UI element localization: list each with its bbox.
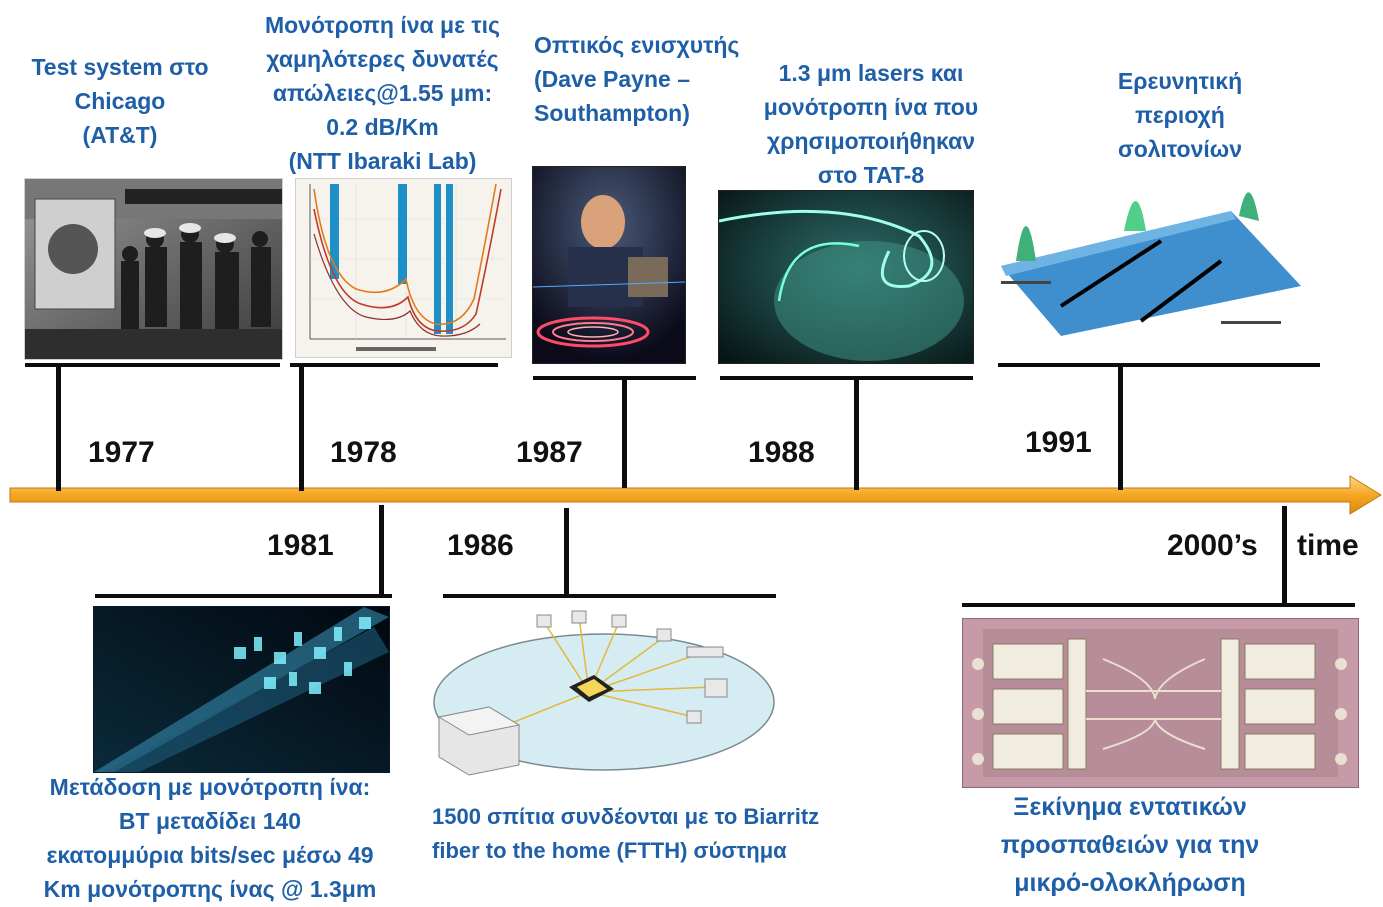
- time-axis-label: time: [1297, 529, 1359, 562]
- caption-line: Km μονότροπης ίνας @ 1.3μm: [43, 876, 377, 902]
- caption-line: μικρό-ολοκλήρωση: [1014, 869, 1246, 897]
- tick-bar-1988: [720, 376, 973, 380]
- year-label-1988: 1988: [748, 436, 815, 469]
- year-label-1981: 1981: [267, 529, 334, 562]
- tick-bar-1981: [95, 594, 392, 598]
- field-crew-photo: [24, 178, 283, 360]
- caption-line: fiber to the home (FTTH) σύστημα: [432, 838, 787, 863]
- year-label-2000s: 2000’s: [1167, 529, 1258, 562]
- tick-stem-1988: [854, 376, 859, 490]
- caption-line: εκατομμύρια bits/sec μέσω 49: [46, 842, 374, 868]
- caption-line: Ερευνητική: [1117, 68, 1243, 94]
- tick-stem-1981: [379, 505, 384, 597]
- glowing-fiber-photo: [718, 190, 974, 364]
- binary-fiber-illustration: [93, 606, 390, 773]
- caption-line: Test system στο: [31, 54, 209, 80]
- year-label-1986: 1986: [447, 529, 514, 562]
- tick-stem-1978: [299, 363, 304, 491]
- photonic-chip-micrograph: [962, 618, 1359, 788]
- year-label-1991: 1991: [1025, 426, 1092, 459]
- tick-bar-1978: [290, 363, 498, 367]
- caption-1988: 1.3 μm lasers και μονότροπη ίνα που χρησ…: [740, 56, 1002, 192]
- caption-line: μονότροπη ίνα που: [763, 94, 979, 120]
- caption-line: 1500 σπίτια συνδέονται με το Biarritz: [432, 804, 820, 829]
- tick-bar-1991: [998, 363, 1320, 367]
- caption-line: χαμηλότερες δυνατές: [266, 46, 499, 72]
- optical-loss-plot: [295, 178, 512, 358]
- caption-line: BT μεταδίδει 140: [118, 808, 302, 834]
- caption-line: Ξεκίνημα εντατικών: [1013, 793, 1247, 821]
- time-axis-arrow: [9, 475, 1382, 515]
- caption-1986: 1500 σπίτια συνδέονται με το Biarritz fi…: [432, 800, 819, 868]
- tick-stem-1991: [1118, 363, 1123, 490]
- tick-bar-1986: [443, 594, 776, 598]
- caption-line: 0.2 dB/Km: [326, 114, 439, 140]
- caption-line: περιοχή: [1135, 102, 1225, 128]
- caption-2000s: Ξεκίνημα εντατικών προσπαθειών για την μ…: [960, 788, 1300, 902]
- tick-stem-1986: [564, 508, 569, 597]
- caption-1978: Μονότροπη ίνα με τις χαμηλότερες δυνατές…: [240, 8, 525, 178]
- caption-line: Chicago: [74, 88, 166, 114]
- caption-line: Southampton): [534, 100, 690, 126]
- caption-line: στο TAT-8: [817, 162, 925, 188]
- year-label-1978: 1978: [330, 436, 397, 469]
- caption-line: απώλειες@1.55 μm:: [272, 80, 493, 106]
- tick-bar-1987: [533, 376, 696, 380]
- tick-bar-1977: [25, 363, 280, 367]
- tick-bar-2000s: [962, 603, 1355, 607]
- caption-line: (AT&T): [82, 122, 158, 148]
- caption-line: 1.3 μm lasers και: [778, 60, 964, 86]
- caption-line: (Dave Payne –: [534, 66, 690, 92]
- caption-1987: Οπτικός ενισχυτής (Dave Payne – Southamp…: [534, 28, 739, 130]
- tick-stem-1987: [622, 376, 627, 488]
- caption-line: προσπαθειών για την: [1000, 831, 1260, 859]
- caption-line: Οπτικός ενισχυτής: [534, 32, 740, 58]
- caption-line: σολιτονίων: [1117, 136, 1243, 162]
- caption-line: (NTT Ibaraki Lab): [288, 148, 477, 174]
- caption-1991: Ερευνητική περιοχή σολιτονίων: [1080, 64, 1280, 166]
- caption-1981: Μετάδοση με μονότροπη ίνα: BT μεταδίδει …: [10, 770, 410, 906]
- tick-stem-1977: [56, 363, 61, 491]
- soliton-surface-plot: [990, 170, 1310, 350]
- caption-1977: Test system στο Chicago (AT&T): [20, 50, 220, 152]
- caption-line: Μετάδοση με μονότροπη ίνα:: [49, 774, 371, 800]
- laser-lab-photo: [532, 166, 686, 364]
- year-label-1987: 1987: [516, 436, 583, 469]
- ftth-network-diagram: [428, 606, 776, 780]
- caption-line: Μονότροπη ίνα με τις: [264, 12, 501, 38]
- year-label-1977: 1977: [88, 436, 155, 469]
- caption-line: χρησιμοποιήθηκαν: [766, 128, 976, 154]
- tick-stem-2000s: [1282, 506, 1287, 606]
